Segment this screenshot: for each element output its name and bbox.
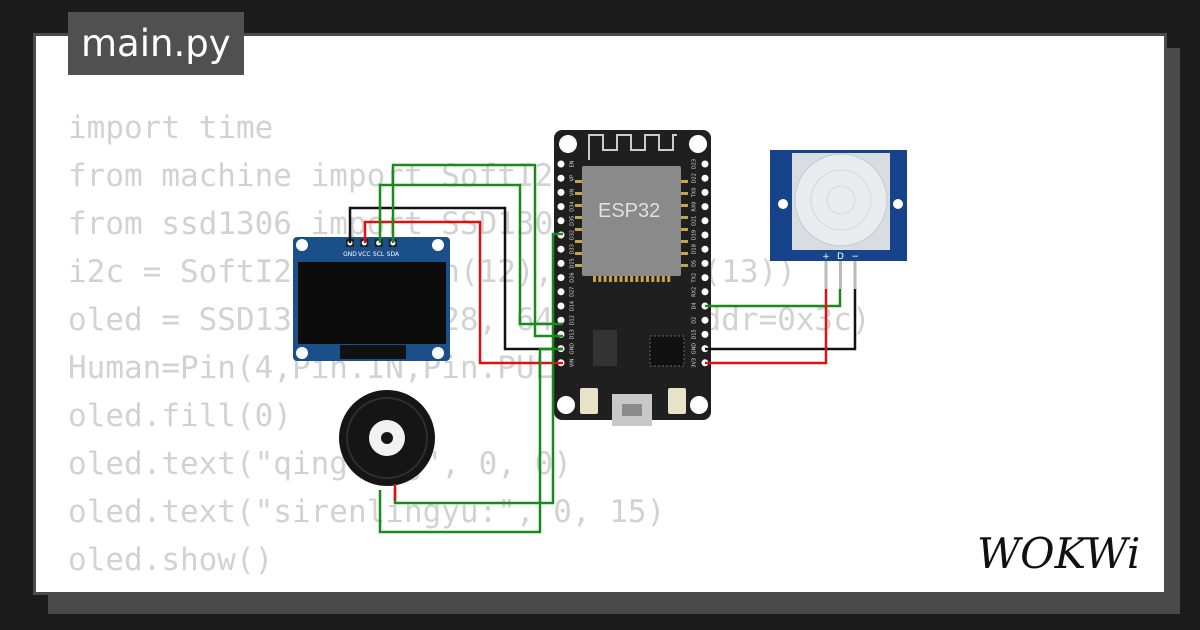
- wire-pir-vcc: [705, 289, 828, 365]
- file-tab[interactable]: main.py: [68, 12, 244, 75]
- wire-oled-sda: [391, 163, 563, 338]
- boot-button[interactable]: [580, 388, 598, 414]
- esp32-pin-right[interactable]: [701, 217, 709, 225]
- pir-sensor[interactable]: + D−: [770, 150, 907, 289]
- oled-screen: [298, 262, 446, 344]
- esp32-pin-label: D19: [692, 230, 698, 240]
- esp32-pin-right[interactable]: [701, 288, 709, 296]
- pir-pin[interactable]: [839, 261, 842, 289]
- esp32-pin-left[interactable]: [557, 316, 565, 324]
- esp32-pin-label: GND: [692, 343, 698, 355]
- esp32-pin-right[interactable]: [701, 203, 709, 211]
- wire-oled-gnd: [348, 206, 563, 351]
- esp32-pin-left[interactable]: [557, 217, 565, 225]
- wire-buzzer-neg: [378, 347, 563, 534]
- esp32-pin-label: D35: [570, 216, 576, 226]
- esp32-pin-left[interactable]: [557, 188, 565, 196]
- esp32-pin-label: VN: [570, 189, 576, 196]
- buzzer[interactable]: [339, 390, 435, 486]
- esp32-pin-label: D27: [570, 287, 576, 297]
- esp32-pin-label: D5: [692, 260, 698, 267]
- esp32-pin-left[interactable]: [557, 160, 565, 168]
- esp32-pin-label: D25: [570, 258, 576, 268]
- esp32-pin-label: TX0: [692, 188, 698, 199]
- wires: [348, 163, 857, 534]
- esp32-pin-label: D14: [570, 301, 576, 311]
- esp32-pin-label: D4: [692, 302, 698, 309]
- esp32-chip: [582, 166, 681, 276]
- pir-pin-label: D: [837, 252, 844, 262]
- esp32-pin-label: EN: [570, 160, 576, 167]
- esp32-pin-label: D22: [692, 173, 698, 183]
- esp32-pin-right[interactable]: [701, 174, 709, 182]
- esp32-pin-left[interactable]: [557, 174, 565, 182]
- code-line[interactable]: def fun(Human):: [68, 584, 871, 592]
- esp32-pin-right[interactable]: [701, 188, 709, 196]
- esp32-pin-right[interactable]: [701, 316, 709, 324]
- esp32-pin-left[interactable]: [557, 302, 565, 310]
- esp32-pin-label: D26: [570, 272, 576, 282]
- wire-pir-gnd: [705, 289, 857, 351]
- esp32-pin-label: D13: [570, 329, 576, 339]
- esp32-pin-label: D15: [692, 329, 698, 339]
- esp32-pin-right[interactable]: [701, 160, 709, 168]
- pir-pin-label: +: [822, 252, 830, 262]
- esp32-pin-label: D23: [692, 159, 698, 169]
- code-line[interactable]: oled.text("sirenlingyu:", 0, 15): [68, 494, 666, 530]
- reset-button[interactable]: [668, 388, 686, 414]
- esp32-pin-label: GND: [570, 343, 576, 355]
- esp32-pin-label: D32: [570, 230, 576, 240]
- esp32-pin-right[interactable]: [701, 245, 709, 253]
- esp32-pin-right[interactable]: [701, 330, 709, 338]
- pir-pin[interactable]: [824, 261, 828, 289]
- esp32-pin-label: D12: [570, 315, 576, 325]
- esp32-pin-label: 3V3: [692, 358, 698, 368]
- pir-pin[interactable]: [853, 261, 857, 289]
- esp32-pin-left[interactable]: [557, 274, 565, 282]
- esp32-pin-right[interactable]: [701, 259, 709, 267]
- esp32-label: ESP32: [598, 200, 660, 222]
- esp32-pin-left[interactable]: [557, 259, 565, 267]
- oled-pin-label: SCL: [373, 251, 385, 258]
- oled-pin-label: GND: [343, 251, 357, 258]
- code-line[interactable]: oled.show(): [68, 542, 274, 578]
- esp32-pin-right[interactable]: [701, 231, 709, 239]
- esp32-pin-label: VIN: [570, 358, 576, 367]
- oled-pin-label: VCC: [358, 251, 370, 258]
- esp32-pin-label: D34: [570, 201, 576, 211]
- code-line[interactable]: import time: [68, 110, 274, 146]
- wire-oled-vcc: [363, 220, 563, 365]
- esp32-pin-label: TX2: [692, 273, 698, 284]
- code-line[interactable]: oled.fill(0): [68, 398, 292, 434]
- esp32-pin-label: RX2: [692, 287, 698, 297]
- pir-pin-label: −: [851, 252, 859, 262]
- esp32-pin-right[interactable]: [701, 274, 709, 282]
- wire-pir-out: [705, 289, 842, 308]
- esp32-pin-label: RX0: [692, 202, 698, 212]
- esp32-pin-label: D2: [692, 317, 698, 324]
- wokwi-logo: WOKWi: [977, 529, 1140, 578]
- esp32-pin-label: D33: [570, 244, 576, 254]
- esp32-pin-left[interactable]: [557, 288, 565, 296]
- esp32-pin-label: D18: [692, 244, 698, 254]
- wokwi-logo-text: WOKWi: [977, 529, 1140, 578]
- esp32-pin-label: D21: [692, 216, 698, 226]
- esp32-pin-left[interactable]: [557, 203, 565, 211]
- esp32-pin-left[interactable]: [557, 245, 565, 253]
- esp32-pin-label: VP: [570, 175, 576, 181]
- oled-pin-label: SDA: [387, 251, 400, 258]
